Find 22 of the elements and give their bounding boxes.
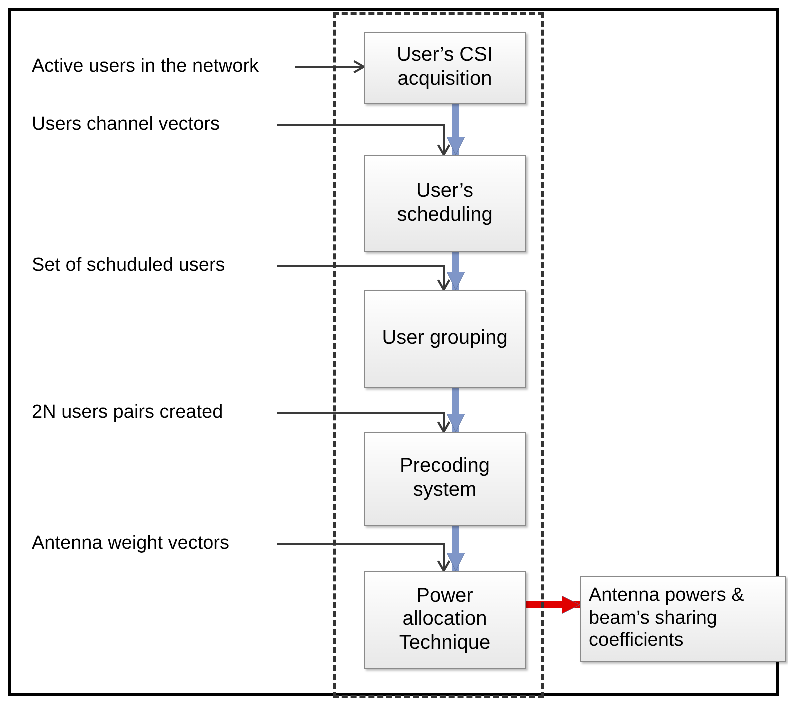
process-box: Power allocation Technique [364,571,526,669]
arrow [277,412,451,434]
arrow [277,124,451,156]
input-label: 2N users pairs created [32,402,277,424]
arrow [277,265,451,292]
dashed-boundary [333,12,544,698]
input-label: Active users in the network [32,56,295,78]
process-box: User’s CSI acquisition [364,32,526,104]
arrow [446,104,466,156]
arrow [446,388,466,432]
input-label: Set of schuduled users [32,255,277,277]
arrow [526,596,580,614]
arrow [277,543,451,572]
arrow [446,252,466,290]
input-label: Users channel vectors [32,114,277,136]
arrow [446,526,466,572]
arrow [295,60,366,74]
output-box: Antenna powers & beam’s sharing coefficients [580,576,786,662]
process-box: User’s scheduling [364,155,526,252]
input-label: Antenna weight vectors [32,533,277,555]
process-box: Precoding system [364,432,526,526]
process-box: User grouping [364,290,526,388]
